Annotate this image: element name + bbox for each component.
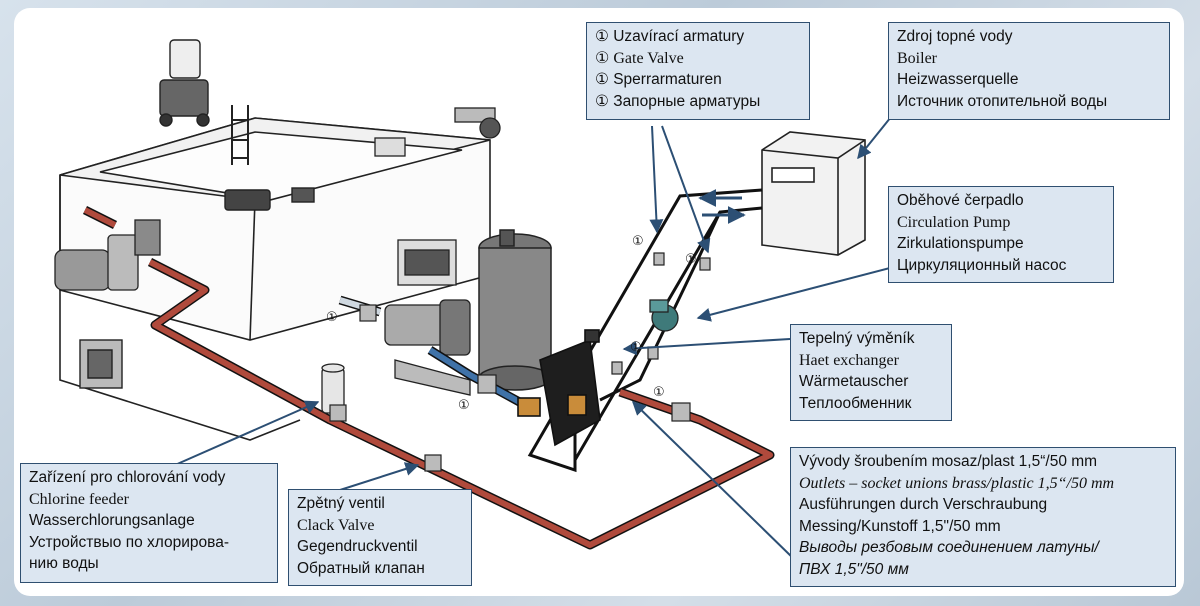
- check-valve-line-cs: Zpětný ventil: [297, 495, 385, 512]
- flow-arrows: [698, 189, 746, 224]
- chlorine-line-ru-2: нию воды: [29, 555, 99, 572]
- boiler-callout: Zdroj topné vody Boiler Heizwasserquelle…: [888, 22, 1170, 120]
- chlorinator: [321, 363, 345, 414]
- valve-marker-3: ①: [632, 234, 644, 249]
- chlorine-line-ru-1: Устройствыо по хлорирова-: [29, 533, 229, 551]
- valve-fittings: [329, 252, 711, 472]
- chlorine-line-en: Chlorine feeder: [29, 490, 129, 508]
- pump-line-de: Zirkulationspumpe: [897, 235, 1024, 252]
- boiler-line-cs: Zdroj topné vody: [897, 28, 1013, 45]
- heat-exchanger-line-cs: Tepelný výměník: [799, 330, 915, 347]
- boiler-line-ru: Источник отопительной воды: [897, 92, 1108, 110]
- gate-valve-line-de: ① Sperrarmaturen: [595, 71, 722, 88]
- pool-basin: [59, 117, 491, 441]
- sockets-line-de-2: Messing/Kunstoff 1,5"/50 mm: [799, 517, 1001, 535]
- sockets-line-ru-2: ПВХ 1,5"/50 мм: [799, 560, 909, 578]
- pool-ladder: [231, 105, 249, 165]
- heat-exchanger-line-de: Wärmetauscher: [799, 373, 909, 390]
- heat-exchanger-callout: Tepelný výměník Haet exchanger Wärmetaus…: [790, 324, 952, 421]
- leader-lines: [174, 111, 896, 561]
- sockets-line-cs: Vývody šroubením mosaz/plast 1,5“/50 mm: [799, 453, 1098, 470]
- chlorine-line-de: Wasserchlorungsanlage: [29, 512, 195, 529]
- chlorine-line-cs: Zařízení pro chlorování vody: [29, 469, 226, 486]
- sockets-line-de-1: Ausführungen durch Verschraubung: [799, 496, 1048, 513]
- valve-marker-1: ①: [326, 310, 338, 325]
- boiler-unit: [761, 131, 866, 256]
- check-valve-callout: Zpětný ventil Clack Valve Gegendruckvent…: [288, 489, 472, 586]
- valve-marker-5: ①: [630, 340, 642, 355]
- sockets-callout: Vývody šroubením mosaz/plast 1,5“/50 mm …: [790, 447, 1176, 587]
- filter-control-panel: [397, 239, 457, 286]
- sockets-line-en: Outlets – socket unions brass/plastic 1,…: [799, 474, 1115, 492]
- chlorine-callout: Zařízení pro chlorování vody Chlorine fe…: [20, 463, 278, 583]
- gate-valve-line-ru: ① Запорные арматуры: [595, 92, 761, 110]
- pool-cleaner: [159, 39, 315, 211]
- heat-exchanger-line-ru: Теплообменник: [799, 394, 912, 412]
- pool-skimmer: [374, 107, 501, 157]
- gate-valve-line-cs: ① Uzavírací armatury: [595, 28, 745, 45]
- check-valve-line-de: Gegendruckventil: [297, 538, 418, 555]
- pump-line-en: Circulation Pump: [897, 213, 1011, 231]
- heat-exchanger-line-en: Haet exchanger: [799, 351, 899, 369]
- boiler-line-en: Boiler: [897, 49, 937, 67]
- gate-valve-callout: ① Uzavírací armatury ① Gate Valve ① Sper…: [586, 22, 810, 120]
- boiler-line-de: Heizwasserquelle: [897, 71, 1019, 88]
- valve-marker-4: ①: [685, 252, 697, 267]
- heat-exchanger: [517, 329, 601, 447]
- pump-callout: Oběhové čerpadlo Circulation Pump Zirkul…: [888, 186, 1114, 283]
- check-valve-line-ru: Обратный клапан: [297, 559, 425, 577]
- filter-pump: [384, 299, 471, 396]
- pump-line-cs: Oběhové čerpadlo: [897, 192, 1024, 209]
- valve-marker-6: ①: [653, 385, 665, 400]
- circulation-pump-small: [649, 299, 679, 332]
- sockets-line-ru-1: Выводы резбовым соединением латуны/: [799, 539, 1099, 556]
- circulation-pump-left: [54, 219, 161, 291]
- pool-circuit-pipes-fill: [83, 207, 773, 548]
- gate-valve-line-en: ① Gate Valve: [595, 49, 684, 67]
- sand-filter: [478, 229, 552, 391]
- control-box-wall: [79, 339, 123, 389]
- valve-marker-2: ①: [458, 398, 470, 413]
- check-valve-line-en: Clack Valve: [297, 516, 375, 534]
- pump-line-ru: Циркуляционный насос: [897, 256, 1067, 274]
